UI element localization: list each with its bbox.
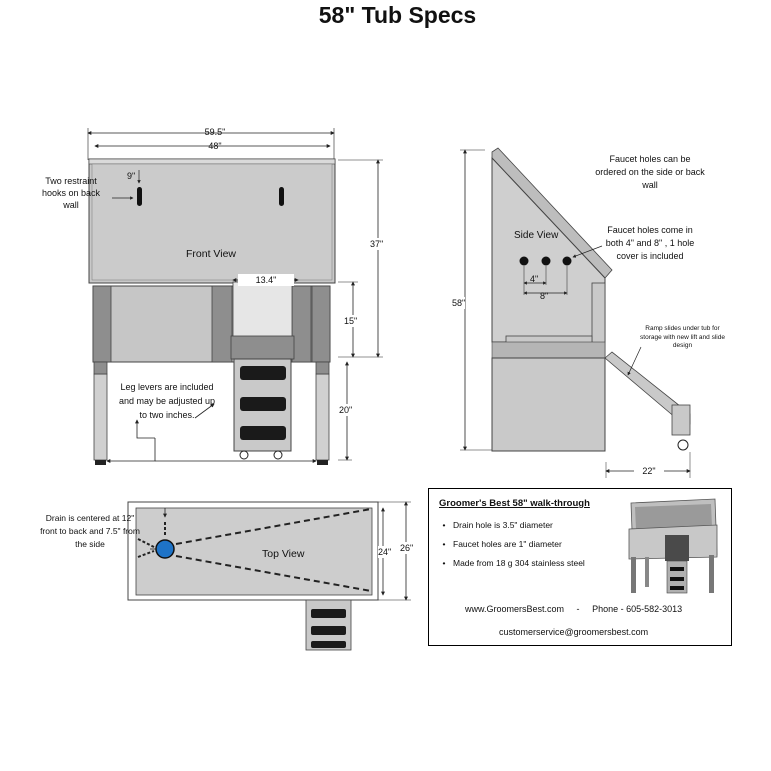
dim-15: 15" [344,315,358,327]
email-link[interactable]: customerservice@groomersbest.com [499,627,649,637]
side-view-label: Side View [514,230,559,241]
dim-58: 58" [452,297,466,309]
dim-hook-drop: 9" [127,171,136,181]
contact-separator: - [576,604,580,614]
page-title: 58" Tub Specs [318,2,477,28]
note-restraint-hooks: Two restraint hooks on back wall [41,176,101,210]
top-view-label: Top View [262,548,305,560]
front-view-label: Front View [186,248,236,260]
list-item: Made from 18 g 304 stainless steel [435,558,585,568]
dim-26: 26" [400,542,414,554]
note-faucet-order: Faucet holes can be ordered on the side … [595,154,705,190]
info-box: Groomer's Best 58" walk-through Drain ho… [428,488,732,646]
dim-stair-width: 13.4" [238,274,294,286]
info-heading: Groomer's Best 58" walk-through [439,498,590,509]
list-item: Faucet holes are 1" diameter [435,539,585,549]
dim-4: 4" [530,274,539,284]
note-ramp: Ramp slides under tub for storage with n… [640,325,725,349]
dim-tub-height: 37" [370,238,384,250]
dim-outer-width: 59.5" [204,127,226,137]
front-view-drawing [87,128,383,465]
dim-inner-width: 48" [208,141,222,151]
note-leg-levers: Leg levers are included and may be adjus… [118,382,216,420]
contact-line: www.GroomersBest.com - Phone - 605-582-3… [465,604,682,614]
spec-bullet-list: Drain hole is 3.5" diameter Faucet holes… [435,520,585,577]
note-faucet-sizes: Faucet holes come in both 4" and 8" , 1 … [605,225,695,261]
dim-24: 24" [378,546,392,558]
tub-photo-image [628,498,718,594]
dim-20: 20" [339,404,353,416]
list-item: Drain hole is 3.5" diameter [435,520,585,530]
top-view-drawing [127,501,411,651]
note-drain: Drain is centered at 12" front to back a… [40,513,140,549]
dim-22: 22" [634,465,664,477]
phone-number: Phone - 605-582-3013 [592,604,683,614]
side-view-drawing [460,147,691,478]
website-link[interactable]: www.GroomersBest.com [465,604,565,614]
tub-photo [625,495,721,601]
dim-8: 8" [540,291,549,301]
